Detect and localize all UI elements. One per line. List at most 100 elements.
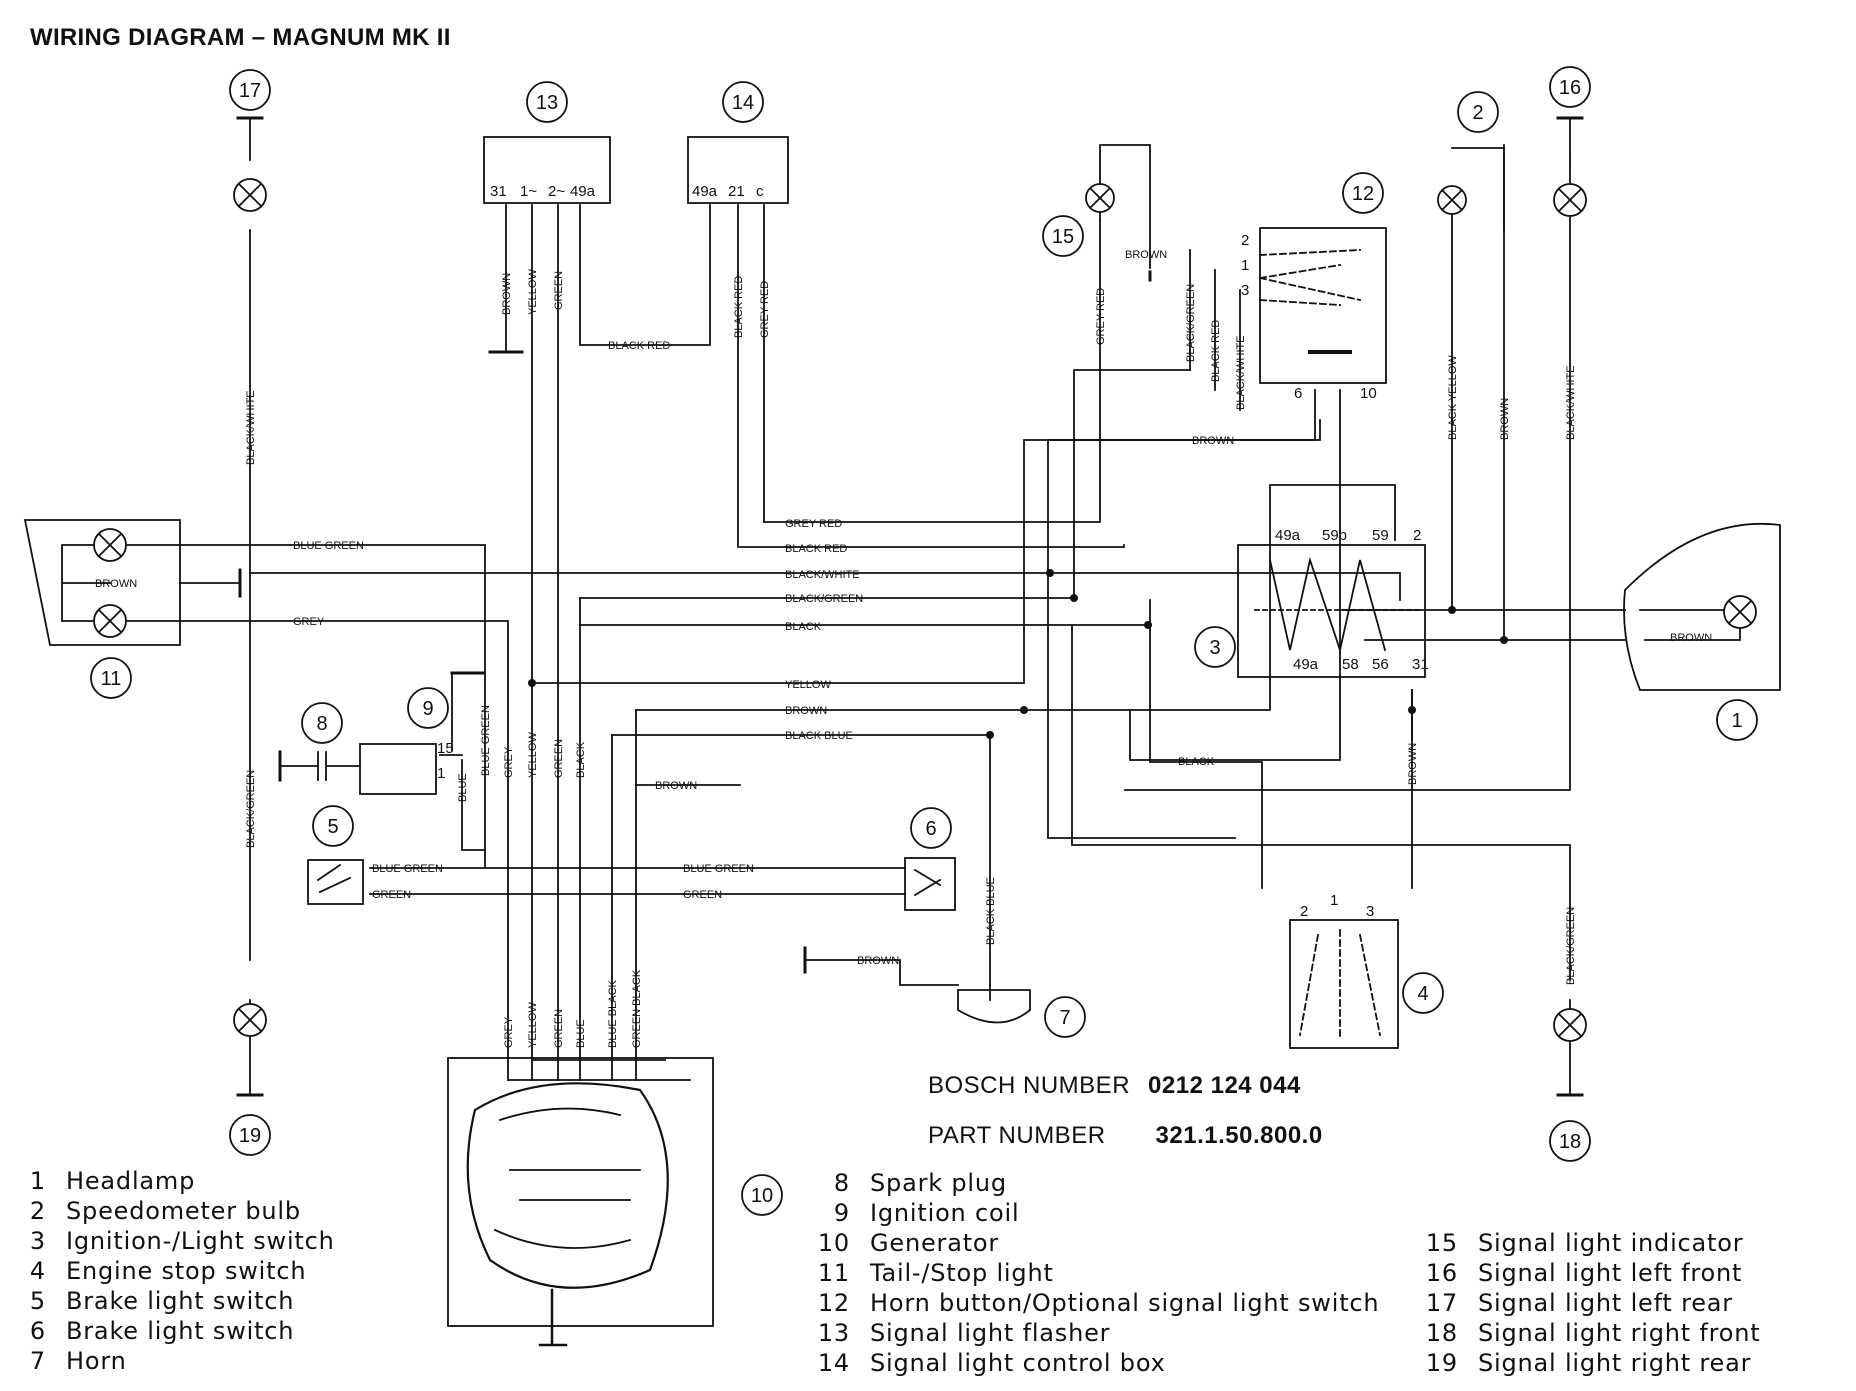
callout-11 <box>90 657 132 699</box>
tail-light-housing <box>23 519 181 646</box>
label-green-brake-5: GREEN <box>372 889 411 901</box>
stop-pin-2: 2 <box>1300 903 1308 920</box>
brake-switch-5-box <box>307 859 364 905</box>
label-black-red-12: BLACK RED <box>1210 320 1222 382</box>
switch-pin-59: 59 <box>1372 527 1389 544</box>
wire-yellow-bus <box>531 419 1321 684</box>
label-brown-gnd: BROWN <box>655 780 697 792</box>
callout-10-label: 10 <box>751 1185 773 1207</box>
ctrl-pin-c: c <box>756 183 764 200</box>
brake-switch-6-box <box>904 857 956 911</box>
wire-black-white-right <box>1124 159 1571 791</box>
label-black-green-left: BLACK/GREEN <box>245 770 257 848</box>
wire-black-white-bus <box>249 572 1401 601</box>
label-grey-red-indicator: GREY RED <box>1095 288 1107 345</box>
label-brown-tail: BROWN <box>95 578 137 590</box>
label-brown-indicator: BROWN <box>1125 249 1167 261</box>
callout-6 <box>910 807 952 849</box>
part-number-label: PART NUMBER <box>928 1122 1106 1149</box>
label-black-green-bus: BLACK/GREEN <box>785 593 863 605</box>
lamp-19-icon <box>233 1003 267 1037</box>
callout-17 <box>229 69 271 111</box>
label-black-white-left: BLACK/WHITE <box>245 390 257 465</box>
wire-brown-indicator <box>1101 144 1151 269</box>
wire-grey-tail <box>179 620 509 1081</box>
stop-pin-3: 3 <box>1366 903 1374 920</box>
callout-5 <box>312 805 354 847</box>
label-grey-red-ctrl: GREY RED <box>759 281 771 338</box>
spark-plug-symbol <box>279 751 361 781</box>
callout-13-label: 13 <box>536 92 558 114</box>
label-blue-gen: BLUE <box>575 1019 587 1048</box>
callout-10 <box>741 1174 783 1216</box>
lamp-2-icon <box>1437 185 1467 215</box>
headlamp-bulb-icon <box>1723 595 1757 629</box>
callout-15-label: 15 <box>1052 226 1074 248</box>
callout-3-label: 3 <box>1209 637 1220 659</box>
label-blue-green-brake-6: BLUE GREEN <box>683 863 754 875</box>
label-brown-flasher: BROWN <box>501 273 513 315</box>
label-black-red-ctrl: BLACK RED <box>733 276 745 338</box>
switch-pin-56: 56 <box>1372 656 1389 673</box>
flasher-pin-2: 2~ <box>548 183 565 200</box>
ctrl-pin-49a: 49a <box>692 183 718 200</box>
callout-1-label: 1 <box>1731 710 1742 732</box>
callout-14-label: 14 <box>732 92 754 114</box>
wire-black-12 <box>1129 389 1341 761</box>
label-grey-gen: GREY <box>503 1016 515 1048</box>
junction-dots <box>528 569 1508 739</box>
callout-19 <box>229 1114 271 1156</box>
label-green-flasher: GREEN <box>553 271 565 310</box>
horn-pin-2: 2 <box>1241 232 1249 249</box>
label-black-blue-bus: BLACK BLUE <box>785 730 853 742</box>
ignition-switch-box <box>1237 544 1426 678</box>
label-black-12: BLACK <box>1178 756 1215 768</box>
label-yellow-bus: YELLOW <box>785 679 831 691</box>
callout-14 <box>722 81 764 123</box>
callout-12-label: 12 <box>1352 183 1374 205</box>
lamp-16-icon <box>1553 183 1587 217</box>
tail-lamp-top-icon <box>93 528 127 562</box>
label-yellow-gen: YELLOW <box>527 1002 539 1048</box>
label-black-mid: BLACK <box>575 741 587 778</box>
callout-2 <box>1457 91 1499 133</box>
lamp-17-icon <box>233 178 267 212</box>
label-yellow-flasher: YELLOW <box>527 269 539 315</box>
switch-pin-2: 2 <box>1413 527 1421 544</box>
callout-3 <box>1194 626 1236 668</box>
callout-4 <box>1402 972 1444 1014</box>
generator-drawing <box>466 1082 669 1289</box>
label-black-bus: BLACK <box>785 621 822 633</box>
label-black-green-12: BLACK/GREEN <box>1185 284 1197 362</box>
wire-blue-green-main <box>179 544 486 681</box>
label-green-gen: GREEN <box>553 1009 565 1048</box>
generator-frame <box>447 1057 714 1327</box>
switch-pin-49a-top: 49a <box>1275 527 1301 544</box>
headlamp-shell <box>1623 522 1781 691</box>
callout-11-label: 11 <box>101 668 122 690</box>
label-black-blue-horn: BLACK BLUE <box>985 877 997 945</box>
callout-7-label: 7 <box>1059 1007 1070 1029</box>
horn-pin-6: 6 <box>1294 385 1302 402</box>
wire-brown-12 <box>1047 389 1316 839</box>
coil-pin-1: 1 <box>437 765 445 782</box>
tail-lamp-bottom-icon <box>93 604 127 638</box>
callout-9-label: 9 <box>422 698 433 720</box>
label-brown-horn: BROWN <box>857 955 899 967</box>
engine-stop-box <box>1289 919 1399 1049</box>
label-green-brake-6: GREEN <box>683 889 722 901</box>
label-black-white-bus: BLACK/WHITE <box>785 569 860 581</box>
callout-6-label: 6 <box>925 818 936 840</box>
flasher-pin-31: 31 <box>490 183 507 200</box>
